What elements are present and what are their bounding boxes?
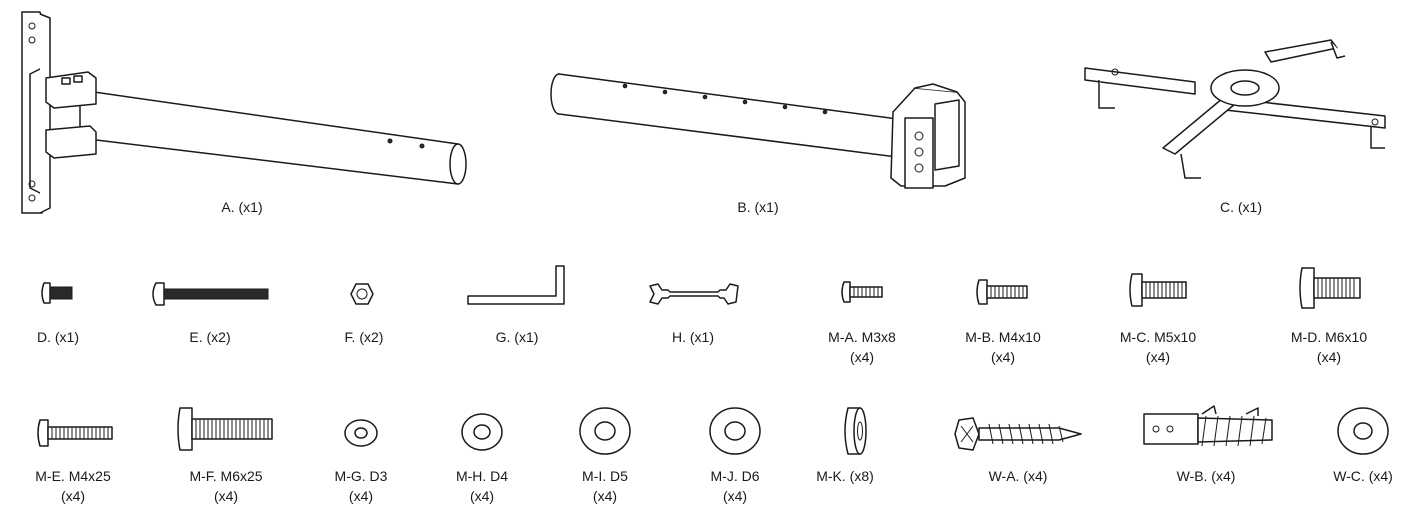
part-g-label: G. (x1) xyxy=(495,329,539,345)
part-mk-spacer-illustration xyxy=(844,407,867,455)
part-ma-screw-illustration xyxy=(841,281,883,303)
part-mc-screw-illustration xyxy=(1129,273,1187,307)
part-mg-washer-illustration xyxy=(344,419,378,447)
part-a-wall-arm-illustration xyxy=(21,11,467,214)
part-mg-label: M-G. D3(x4) xyxy=(334,468,388,504)
part-f-nut-illustration xyxy=(350,283,374,305)
part-c-label: C. (x1) xyxy=(1220,199,1262,215)
part-d-screw-illustration xyxy=(41,282,73,304)
part-md-screw-illustration xyxy=(1299,267,1361,309)
part-mf-screw-illustration xyxy=(177,407,273,451)
part-mj-label: M-J. D6(x4) xyxy=(710,468,760,504)
part-wc-label: W-C. (x4) xyxy=(1333,468,1393,484)
part-b-extension-tube-illustration xyxy=(550,73,966,189)
part-mh-label: M-H. D4(x4) xyxy=(455,468,509,504)
part-mf-label: M-F. M6x25(x4) xyxy=(189,468,263,504)
part-g-hex-key-illustration xyxy=(467,265,565,305)
part-f-label: F. (x2) xyxy=(344,329,384,345)
part-e-label: E. (x2) xyxy=(189,329,231,345)
part-md-label: M-D. M6x10(x4) xyxy=(1290,329,1368,365)
part-mi-label: M-I. D5(x4) xyxy=(582,468,628,504)
part-a-label: A. (x1) xyxy=(221,199,263,215)
part-mc-label: M-C. M5x10(x4) xyxy=(1119,329,1197,365)
part-h-wrench-illustration xyxy=(649,283,739,305)
part-e-bolt-illustration xyxy=(152,282,269,306)
part-mb-label: M-B. M4x10(x4) xyxy=(965,329,1041,365)
part-mk-label: M-K. (x8) xyxy=(816,468,874,484)
part-c-universal-bracket-illustration xyxy=(1084,39,1386,179)
part-d-label: D. (x1) xyxy=(37,329,79,345)
part-mb-screw-illustration xyxy=(976,279,1028,305)
part-me-screw-illustration xyxy=(37,419,113,447)
part-wc-washer-illustration xyxy=(1337,407,1389,455)
part-wb-label: W-B. (x4) xyxy=(1176,468,1236,484)
part-wa-lag-bolt-illustration xyxy=(954,417,1082,451)
part-mh-washer-illustration xyxy=(461,413,503,451)
part-mi-washer-illustration xyxy=(579,407,631,455)
part-h-label: H. (x1) xyxy=(672,329,714,345)
part-b-label: B. (x1) xyxy=(737,199,779,215)
part-me-label: M-E. M4x25(x4) xyxy=(35,468,111,504)
part-ma-label: M-A. M3x8(x4) xyxy=(828,329,896,365)
part-mj-washer-illustration xyxy=(709,407,761,455)
part-wb-wall-anchor-illustration xyxy=(1143,405,1273,447)
part-wa-label: W-A. (x4) xyxy=(988,468,1048,484)
